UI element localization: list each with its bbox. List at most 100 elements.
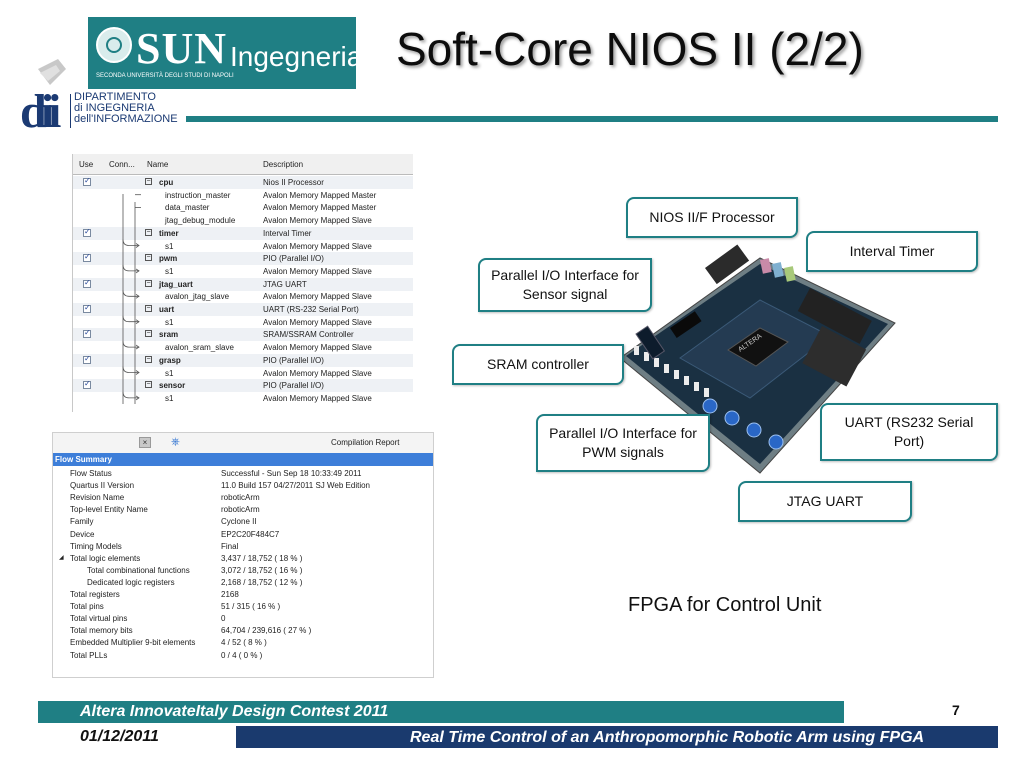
use-checkbox[interactable]	[83, 303, 91, 313]
flow-summary-label: Total memory bits	[70, 626, 133, 636]
expand-icon[interactable]: ◢	[59, 554, 64, 561]
flow-summary-value: 11.0 Build 157 04/27/2011 SJ Web Edition	[221, 481, 370, 491]
component-name: s1	[165, 266, 174, 276]
footer-contest-bar	[38, 701, 844, 723]
component-description: Nios II Processor	[263, 178, 324, 187]
flow-summary-row[interactable]: Total PLLs 0 / 4 ( 0 % )	[53, 650, 433, 662]
flow-summary-value: 2,168 / 18,752 ( 12 % )	[221, 577, 303, 587]
callout-nios-processor: NIOS II/F Processor	[626, 197, 798, 238]
flow-summary-value: 2168	[221, 590, 239, 599]
flow-summary-header[interactable]: Flow Summary	[53, 453, 433, 466]
flow-summary-label: Total pins	[70, 602, 104, 612]
close-icon[interactable]: ×	[139, 437, 151, 448]
collapse-icon[interactable]: −	[145, 279, 152, 287]
component-description: UART (RS-232 Serial Port)	[263, 305, 359, 314]
callout-jtag-uart: JTAG UART	[738, 481, 912, 522]
collapse-icon[interactable]: −	[145, 228, 152, 236]
callout-uart: UART (RS232 Serial Port)	[820, 403, 998, 461]
flow-summary-label: Total PLLs	[70, 650, 108, 660]
slide-title: Soft-Core NIOS II (2/2)	[396, 23, 864, 75]
compilation-report-tab[interactable]: Compilation Report	[331, 438, 400, 447]
component-description: JTAG UART	[263, 279, 307, 289]
use-checkbox[interactable]	[83, 278, 91, 288]
column-connections: Conn...	[109, 160, 135, 169]
use-checkbox[interactable]	[83, 354, 91, 364]
component-row[interactable]: s1 Avalon Memory Mapped Slave	[73, 265, 413, 278]
flow-summary-label: Timing Models	[70, 541, 122, 551]
collapse-icon[interactable]: −	[145, 254, 152, 262]
component-name: timer	[159, 228, 179, 238]
component-description: Avalon Memory Mapped Slave	[263, 266, 372, 276]
flow-summary-row[interactable]: Dedicated logic registers 2,168 / 18,752 …	[53, 577, 433, 589]
collapse-icon[interactable]: −	[145, 330, 152, 338]
callout-sensor-pio: Parallel I/O Interface for Sensor signal	[478, 258, 652, 312]
callout-sram-controller: SRAM controller	[452, 344, 624, 385]
use-checkbox[interactable]	[83, 252, 91, 263]
component-description: Interval Timer	[263, 228, 312, 238]
dii-line-2: di INGEGNERIA	[74, 102, 155, 114]
column-name: Name	[147, 160, 169, 169]
collapse-icon[interactable]: −	[145, 305, 152, 312]
flow-summary-value: roboticArm	[221, 505, 260, 515]
use-checkbox[interactable]	[83, 328, 91, 339]
dii-logo-mark: dii	[20, 59, 67, 131]
component-row[interactable]: −timer Interval Timer	[73, 226, 413, 240]
use-checkbox[interactable]	[83, 227, 91, 237]
flow-summary-row[interactable]: Timing Models Final	[53, 541, 433, 553]
callout-interval-timer: Interval Timer	[806, 231, 978, 272]
flow-summary-value: EP2C20F484C7	[221, 529, 280, 539]
component-description: Avalon Memory Mapped Master	[263, 190, 377, 200]
flow-summary-value: Final	[221, 541, 239, 551]
board-caption: FPGA for Control Unit	[628, 594, 822, 616]
use-checkbox[interactable]	[83, 176, 91, 186]
component-description: Avalon Memory Mapped Slave	[263, 216, 372, 226]
footer-project-text: Real Time Control of an Anthropomorphic …	[410, 729, 925, 746]
report-icon[interactable]: ⎈	[171, 436, 180, 448]
collapse-icon[interactable]: −	[145, 381, 152, 389]
dii-logo-divider	[70, 94, 71, 128]
sun-logo-word: SUN	[136, 24, 228, 73]
component-description: PIO (Parallel I/O)	[263, 254, 324, 264]
component-name: sensor	[159, 381, 186, 391]
flow-summary-value: roboticArm	[221, 493, 260, 503]
flow-summary-value: Successful - Sun Sep 18 10:33:49 2011	[221, 469, 362, 478]
collapse-icon[interactable]: −	[145, 178, 152, 185]
flow-summary-title: Flow Summary	[55, 455, 112, 464]
component-name: avalon_jtag_slave	[165, 292, 230, 302]
flow-summary-row[interactable]: Quartus II Version 11.0 Build 157 04/27/2…	[53, 480, 433, 492]
flow-summary-label: Dedicated logic registers	[87, 577, 175, 587]
flow-summary-label: Quartus II Version	[70, 481, 135, 491]
flow-summary-value: 0 / 4 ( 0 % )	[221, 650, 263, 660]
use-checkbox[interactable]	[83, 379, 91, 390]
sun-ingegneria-logo: SUN Ingegneria SECONDA UNIVERSITÀ DEGLI …	[88, 17, 362, 89]
collapse-icon[interactable]: −	[145, 355, 152, 363]
